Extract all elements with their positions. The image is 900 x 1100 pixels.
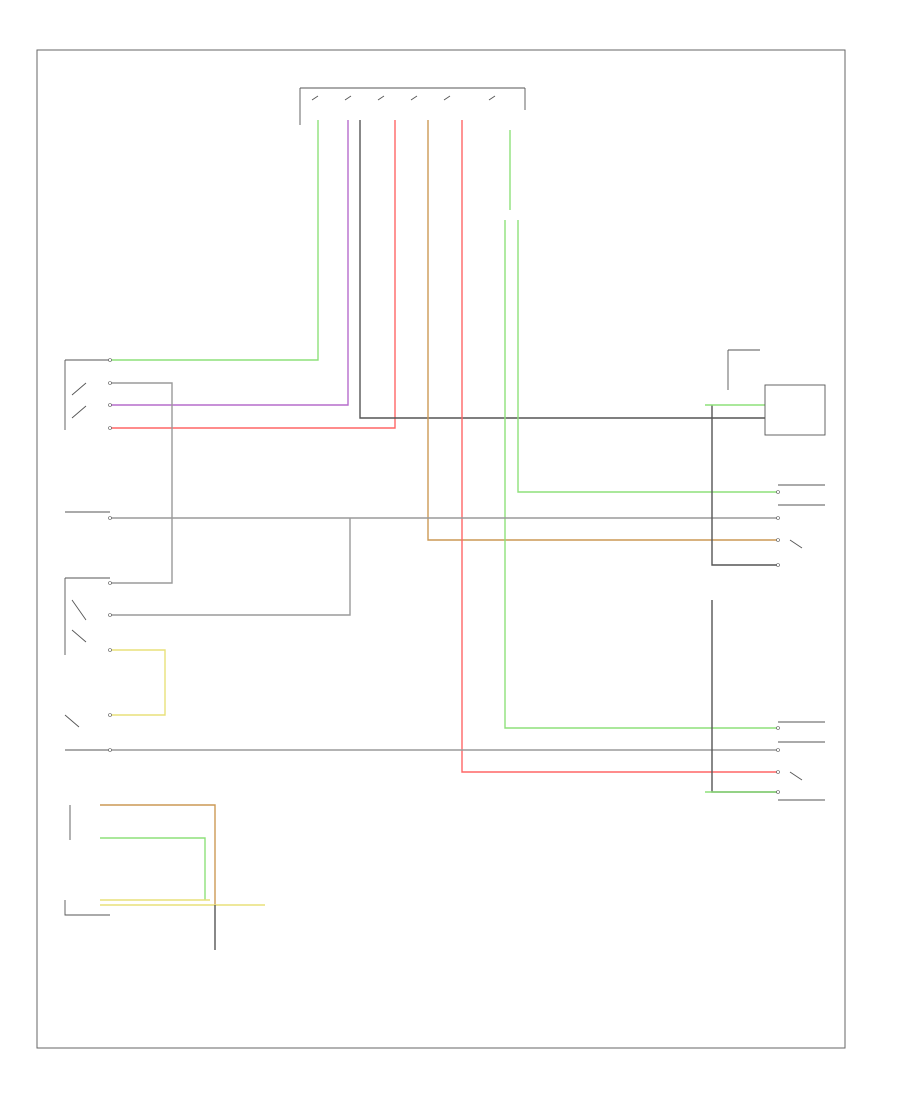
wire-green-right [504,220,778,729]
wire-green-right [517,220,778,493]
wire-green-bottom [100,837,206,900]
wire-orange-bottom [100,804,216,905]
wire-gray [110,518,351,616]
wire-purple [110,120,349,406]
wire-red-left [110,120,396,429]
left-components [64,358,112,916]
wire-dark [359,120,765,419]
wire-green [110,120,319,361]
fuse-box-top [299,87,526,125]
wire-gray [110,382,173,584]
wire-dark-right [711,600,778,793]
wire-dark-right [711,405,778,566]
wire-yellow [110,649,166,716]
wires [100,120,778,950]
wire-red-right [461,120,778,773]
right-components [727,349,826,801]
wire-orange [427,120,778,541]
diagram-frame [36,49,846,1049]
